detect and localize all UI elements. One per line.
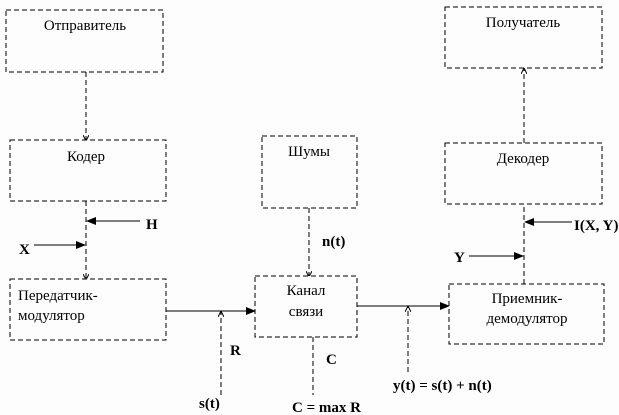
noise-label: Шумы	[288, 144, 330, 160]
h-label: H	[146, 217, 158, 233]
channel-block: Канал связи	[254, 275, 358, 338]
c-label: C	[326, 352, 337, 368]
transmitter-label-line1: Передатчик-	[18, 288, 98, 304]
recipient-label: Получатель	[486, 15, 561, 31]
noise-block: Шумы	[261, 135, 358, 209]
encoder-block: Кодер	[9, 139, 167, 202]
transmitter-label-line2: модулятор	[18, 308, 85, 324]
n-t-label: n(t)	[322, 234, 345, 250]
encoder-label: Кодер	[67, 149, 105, 165]
transmitter-modulator-block: Передатчик- модулятор	[9, 278, 167, 341]
capacity-formula-label: C = max R	[292, 400, 361, 415]
sender-label: Отправитель	[44, 18, 126, 34]
channel-label-line1: Канал	[287, 283, 326, 299]
demodulator-label-line1: Приемник-	[492, 291, 563, 307]
y-label: Y	[454, 250, 465, 266]
x-label: X	[19, 242, 30, 258]
recipient-block: Получатель	[444, 6, 603, 69]
s-t-label: s(t)	[199, 396, 220, 412]
ixy-label: I(X, Y)	[574, 218, 618, 234]
decoder-label: Декодер	[497, 151, 549, 167]
decoder-block: Декодер	[444, 142, 603, 205]
r-label: R	[230, 343, 241, 359]
demodulator-label-line2: демодулятор	[486, 311, 567, 327]
receiver-demodulator-block: Приемник- демодулятор	[448, 283, 605, 345]
channel-label-line2: связи	[289, 304, 323, 320]
y-t-label: y(t) = s(t) + n(t)	[393, 378, 492, 394]
sender-block: Отправитель	[5, 9, 164, 73]
